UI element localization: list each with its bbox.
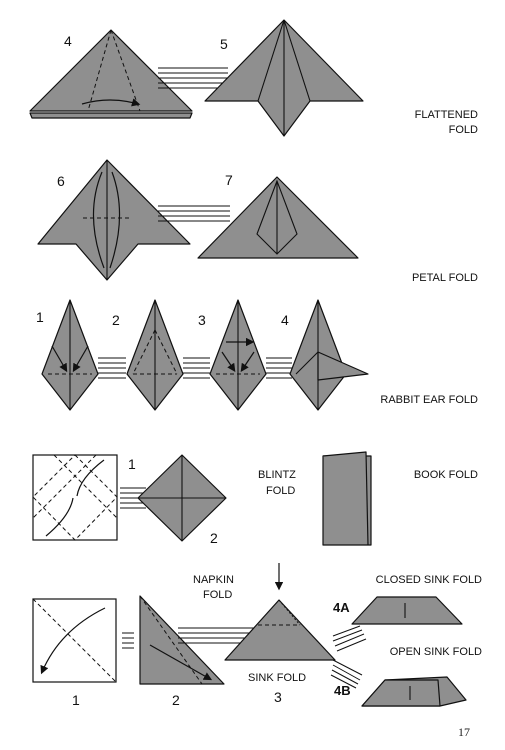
petal-fold-figure-6 [37,159,191,281]
tag-4a: 4A [333,600,350,615]
napkin-fold-label-line1: NAPKIN [193,574,234,586]
closed-sink-caption: CLOSED SINK FOLD [376,574,482,586]
step-number-4: 4 [64,33,72,49]
sink-fold-caption: SINK FOLD [248,672,306,684]
book-fold-caption: BOOK FOLD [414,469,478,481]
rabbit-ear-step-3: 3 [198,312,206,328]
rabbit-ear-step-1: 1 [36,309,44,325]
flattened-fold-caption-line2: FOLD [449,124,478,136]
blintz-diamond [137,454,227,542]
open-sink-caption: OPEN SINK FOLD [390,646,482,658]
napkin-step-2: 2 [172,692,180,708]
napkin-square-outline [32,598,117,683]
connector-lines-4 [120,487,146,509]
rabbit-ear-figure-2 [126,299,184,411]
rabbit-ear-step-2: 2 [112,312,120,328]
rabbit-ear-caption: RABBIT EAR FOLD [380,394,478,406]
blintz-step-1: 1 [128,456,136,472]
rabbit-ear-figure-1 [41,299,99,411]
connector-lines-3b [183,357,210,379]
sink-fold-triangle [224,599,336,661]
napkin-triangle [139,595,225,685]
rabbit-ear-step-4: 4 [281,312,289,328]
connector-lines-2 [158,205,230,222]
rabbit-ear-figure-3 [209,299,267,411]
napkin-step-1: 1 [72,692,80,708]
connector-lines-5a [122,632,134,649]
flattened-fold-figure-5 [204,19,364,137]
step-number-7: 7 [225,172,233,188]
blintz-step-2: 2 [210,530,218,546]
connector-lines-3a [98,357,126,379]
closed-sink-figure [351,596,463,625]
rabbit-ear-figure-4 [289,299,369,411]
petal-fold-figure-7 [197,176,359,259]
blintz-fold-label-line2: FOLD [266,485,295,497]
napkin-fold-label-line2: FOLD [203,589,232,601]
connector-lines-1 [158,67,228,89]
connector-lines-4b [330,659,363,689]
page-number: 17 [458,725,470,739]
blintz-fold-label-line1: BLINTZ [258,469,296,481]
open-sink-figure [361,676,467,707]
sink-step-3: 3 [274,689,282,705]
connector-lines-3c [266,357,292,379]
flattened-fold-figure-4 [29,29,193,119]
flattened-fold-caption-line1: FLATTENED [415,109,478,121]
book-fold-figure [322,451,372,546]
blintz-square-outline [32,454,118,541]
step-number-5: 5 [220,36,228,52]
tag-4b: 4B [334,683,351,698]
connector-lines-4a [332,625,367,652]
step-number-6: 6 [57,173,65,189]
petal-fold-caption: PETAL FOLD [412,272,478,284]
